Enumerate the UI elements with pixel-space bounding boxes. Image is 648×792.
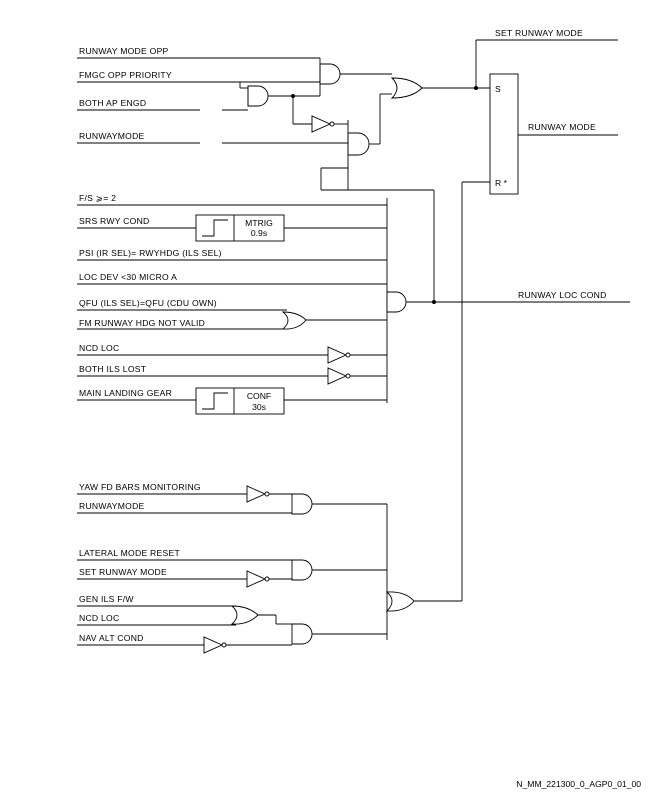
label-mtrig-name: MTRIG [245,218,273,228]
label-fs: F/S ⩾= 2 [79,193,116,203]
label-ncd-loc-1: NCD LOC [79,343,119,353]
not-gate-both-ils-bubble [345,373,351,379]
or-gate-ils [230,605,259,625]
and-gate-nav [291,623,313,645]
label-srs-rwy-cond: SRS RWY COND [79,216,150,226]
label-latch-reset: R * [495,178,508,188]
label-conf-time: 30s [252,402,266,412]
not-gate-nav-alt-bubble [221,642,227,648]
and-gate-2 [319,63,341,85]
label-yaw-fd-bars: YAW FD BARS MONITORING [79,482,201,492]
label-both-ap-engd: BOTH AP ENGD [79,98,146,108]
not-gate-set-rwy [246,570,267,588]
mtrig-step-icon [202,219,228,237]
not-gate-ncd-loc-bubble [345,352,351,358]
label-qfu: QFU (ILS SEL)=QFU (CDU OWN) [79,298,217,308]
sr-latch [489,73,519,195]
label-fmgc-opp-priority: FMGC OPP PRIORITY [79,70,172,80]
label-mtrig-time: 0.9s [251,228,267,238]
label-set-runway-mode-out: SET RUNWAY MODE [495,28,583,38]
label-main-landing-gear: MAIN LANDING GEAR [79,388,172,398]
conf-block [195,387,285,415]
label-both-ils-lost: BOTH ILS LOST [79,364,147,374]
label-fm-runway-hdg: FM RUNWAY HDG NOT VALID [79,318,205,328]
not-gate-yaw-bubble [264,491,270,497]
not-gate-nav-alt [203,636,224,654]
and-gate-yaw [291,493,313,515]
or-gate-mid [281,311,307,330]
not-gate-set-rwy-bubble [264,576,270,582]
label-runway-mode-in: RUNWAYMODE [79,131,145,141]
or-gate-top [390,77,423,99]
label-runway-mode-opp: RUNWAY MODE OPP [79,46,169,56]
not-gate-yaw [246,485,267,503]
or-gate-bottom [385,591,415,612]
not-gate-mid [311,115,332,133]
conf-step-icon [202,392,228,410]
not-gate-mid-bubble [329,121,335,127]
label-runway-loc-cond: RUNWAY LOC COND [518,290,607,300]
label-loc-dev: LOC DEV <30 MICRO A [79,272,177,282]
label-ncd-loc-2: NCD LOC [79,613,119,623]
mtrig-block [195,214,285,242]
figure-reference: N_MM_221300_0_AGP0_01_00 [516,779,641,789]
label-gen-ils-fw: GEN ILS F/W [79,594,134,604]
label-psi: PSI (IR SEL)= RWYHDG (ILS SEL) [79,248,222,258]
label-nav-alt-cond: NAV ALT COND [79,633,144,643]
and-gate-lat [291,559,313,581]
label-set-runway-mode-in: SET RUNWAY MODE [79,567,167,577]
and-gate-3 [347,132,370,156]
label-conf-name: CONF [247,391,271,401]
not-gate-ncd-loc [327,346,348,364]
label-runway-mode-2: RUNWAYMODE [79,501,145,511]
and-gate-mid [386,291,407,313]
label-latch-set: S [495,84,501,94]
not-gate-both-ils [327,367,348,385]
and-gate-1 [247,85,269,107]
label-runway-mode-out: RUNWAY MODE [528,122,596,132]
label-lateral-mode-reset: LATERAL MODE RESET [79,548,180,558]
